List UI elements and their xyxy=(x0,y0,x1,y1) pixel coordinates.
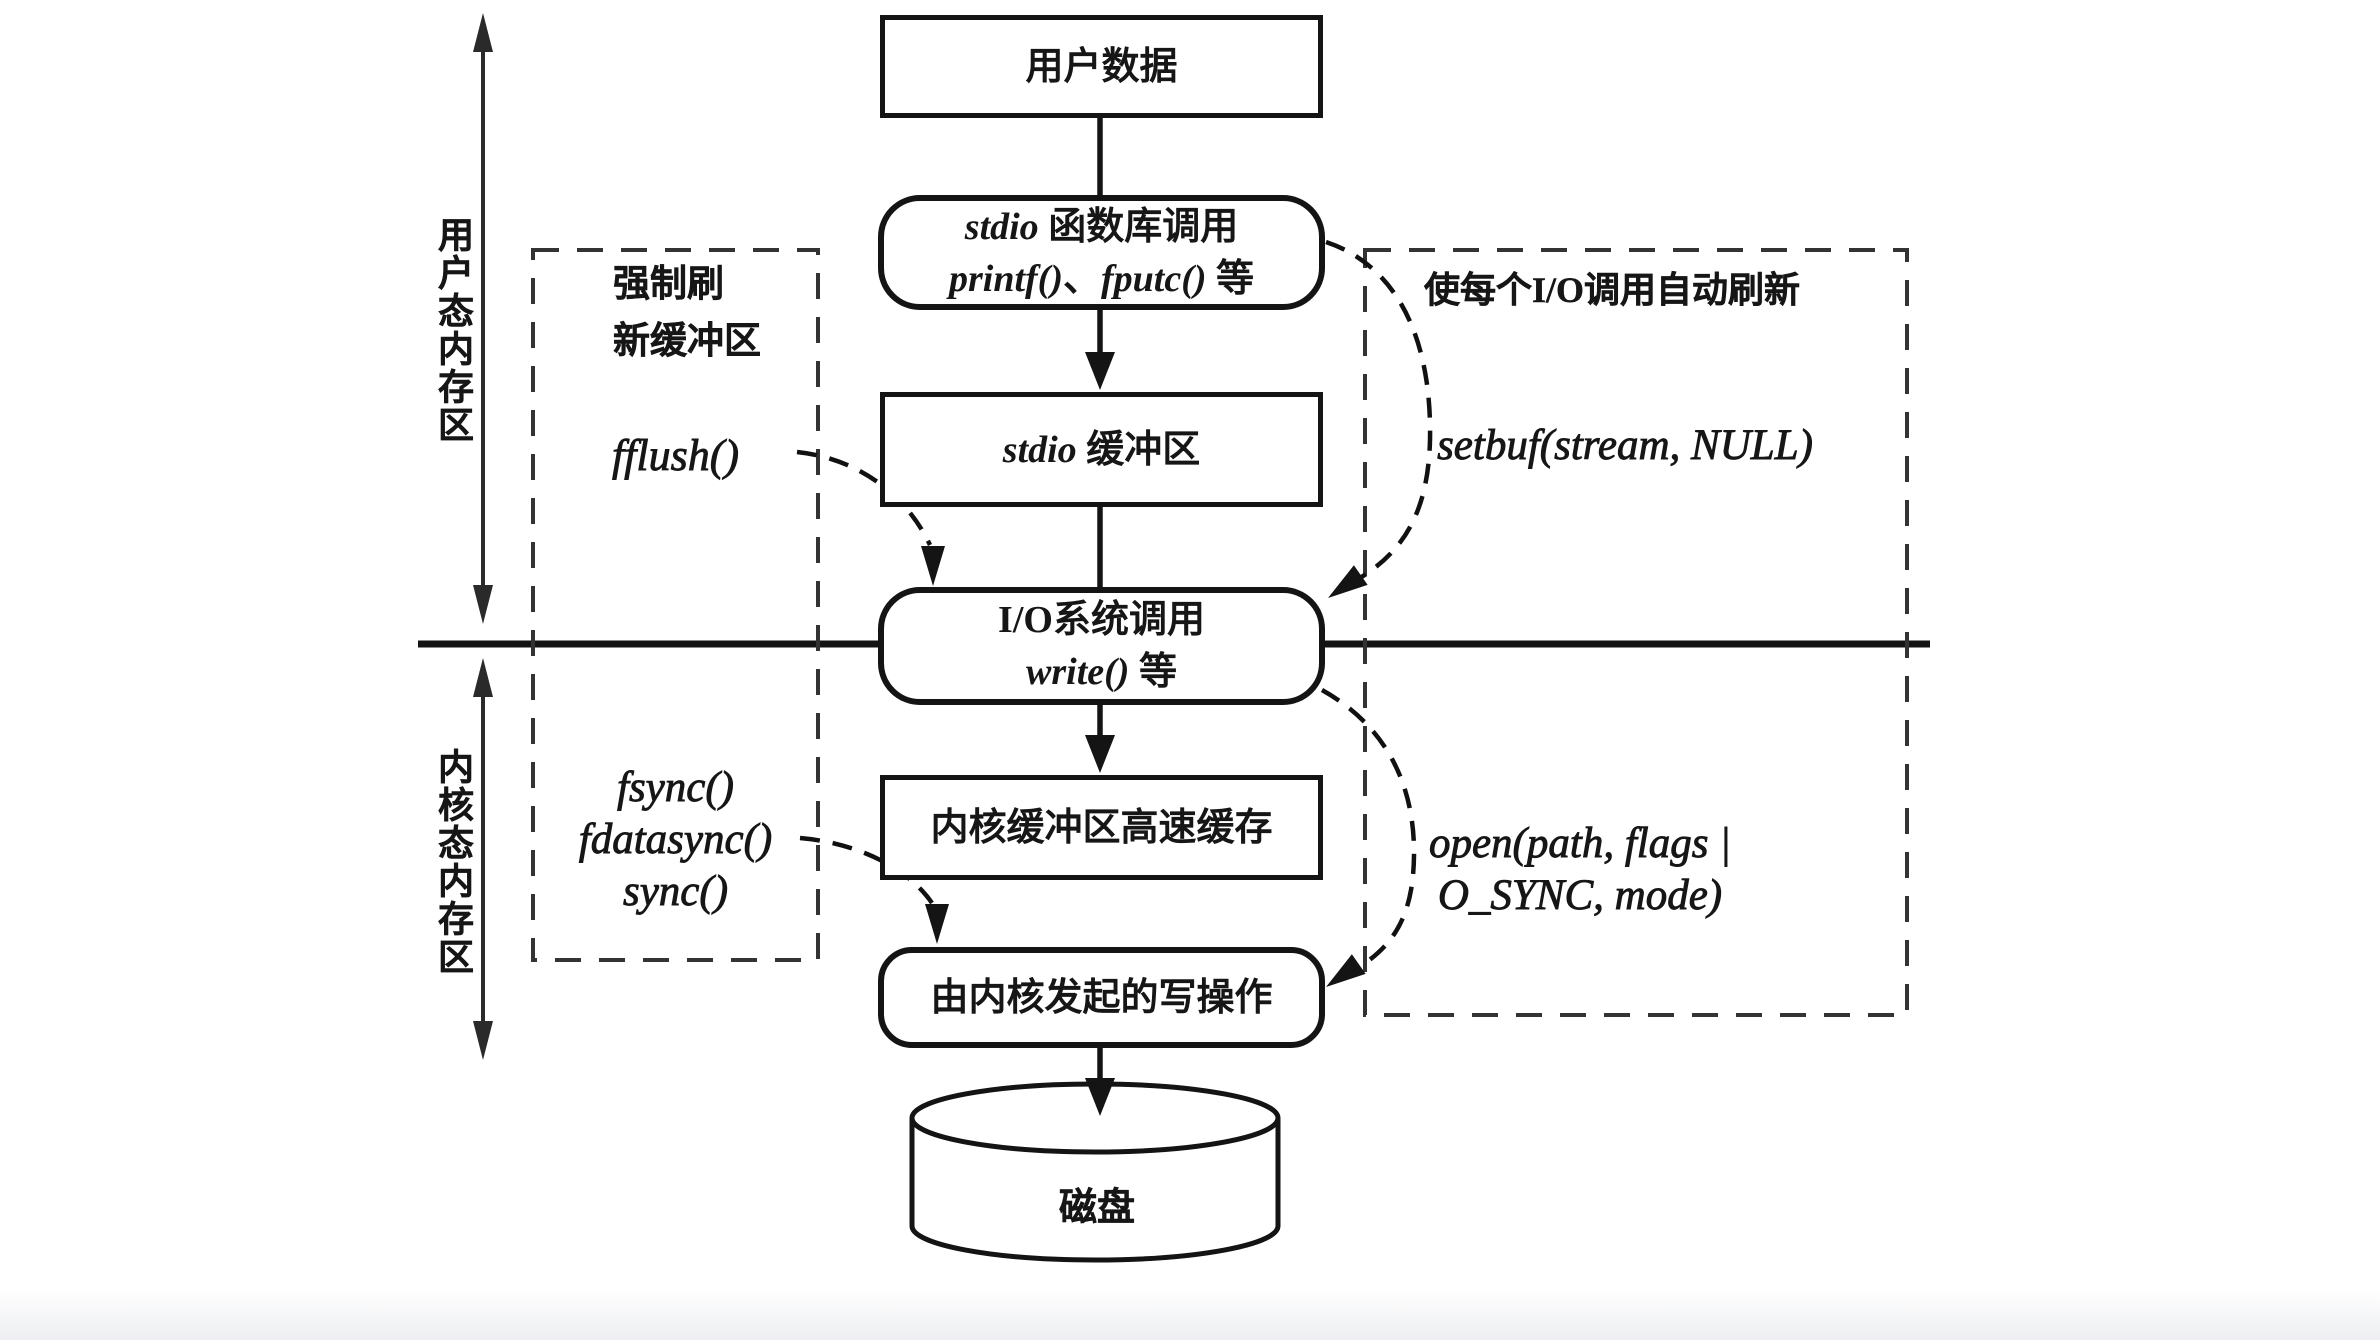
setbuf-call-label: setbuf(stream, NULL) xyxy=(1437,422,1814,470)
kernel-buffer-cache-label: 内核缓冲区高速缓存 xyxy=(930,806,1273,849)
bottom-page-fade xyxy=(0,1290,2380,1340)
kernel-space-extent-arrow xyxy=(473,658,493,1060)
disk-label: 磁盘 xyxy=(1058,1187,1135,1229)
user-data-box: 用户数据 xyxy=(880,15,1323,118)
flow-connectors xyxy=(1085,118,1115,1116)
stdio-buffer-label: stdio 缓冲区 xyxy=(1002,428,1201,471)
auto-flush-dashed-group xyxy=(1363,248,1909,1017)
kernel-write-label: 由内核发起的写操作 xyxy=(930,976,1273,1019)
user-space-region-label: 用户态内存区 xyxy=(433,216,473,444)
io-syscall-box: I/O系统调用 write() 等 xyxy=(878,587,1325,705)
user-space-extent-arrow xyxy=(473,13,493,624)
action-curve-arrowheads xyxy=(921,546,1368,987)
kernel-space-region-label: 内核态内存区 xyxy=(433,748,473,976)
kernel-buffer-cache-box: 内核缓冲区高速缓存 xyxy=(880,775,1323,880)
auto-flush-panel-title: 使每个I/O调用自动刷新 xyxy=(1423,270,1800,310)
stdio-calls-line2: printf()、fputc() 等 xyxy=(948,257,1255,300)
flush-buffer-dashed-group xyxy=(531,248,820,962)
stdio-library-calls-box: stdio 函数库调用 printf()、fputc() 等 xyxy=(878,195,1325,310)
stdio-calls-line1: stdio 函数库调用 xyxy=(964,205,1239,248)
io-syscall-line2: write() 等 xyxy=(1026,651,1177,693)
sync-calls-label: fsync() fdatasync() sync() xyxy=(578,764,773,916)
open-osync-call-label: open(path, flags | O_SYNC, mode) xyxy=(1428,820,1732,920)
fflush-call-label: fflush() xyxy=(611,431,740,481)
fsync-arrow-curve xyxy=(799,835,934,905)
kernel-write-box: 由内核发起的写操作 xyxy=(878,947,1325,1048)
action-curves xyxy=(796,239,1433,979)
setbuf-arrow-curve xyxy=(1325,239,1433,591)
user-data-label: 用户数据 xyxy=(1025,45,1178,88)
stdio-buffer-box: stdio 缓冲区 xyxy=(880,392,1323,507)
fflush-arrow-curve xyxy=(796,449,933,546)
flush-panel-title: 强制刷 新缓冲区 xyxy=(613,264,761,362)
open-osync-arrow-curve xyxy=(1320,688,1417,979)
io-syscall-line1: I/O系统调用 xyxy=(998,599,1205,641)
